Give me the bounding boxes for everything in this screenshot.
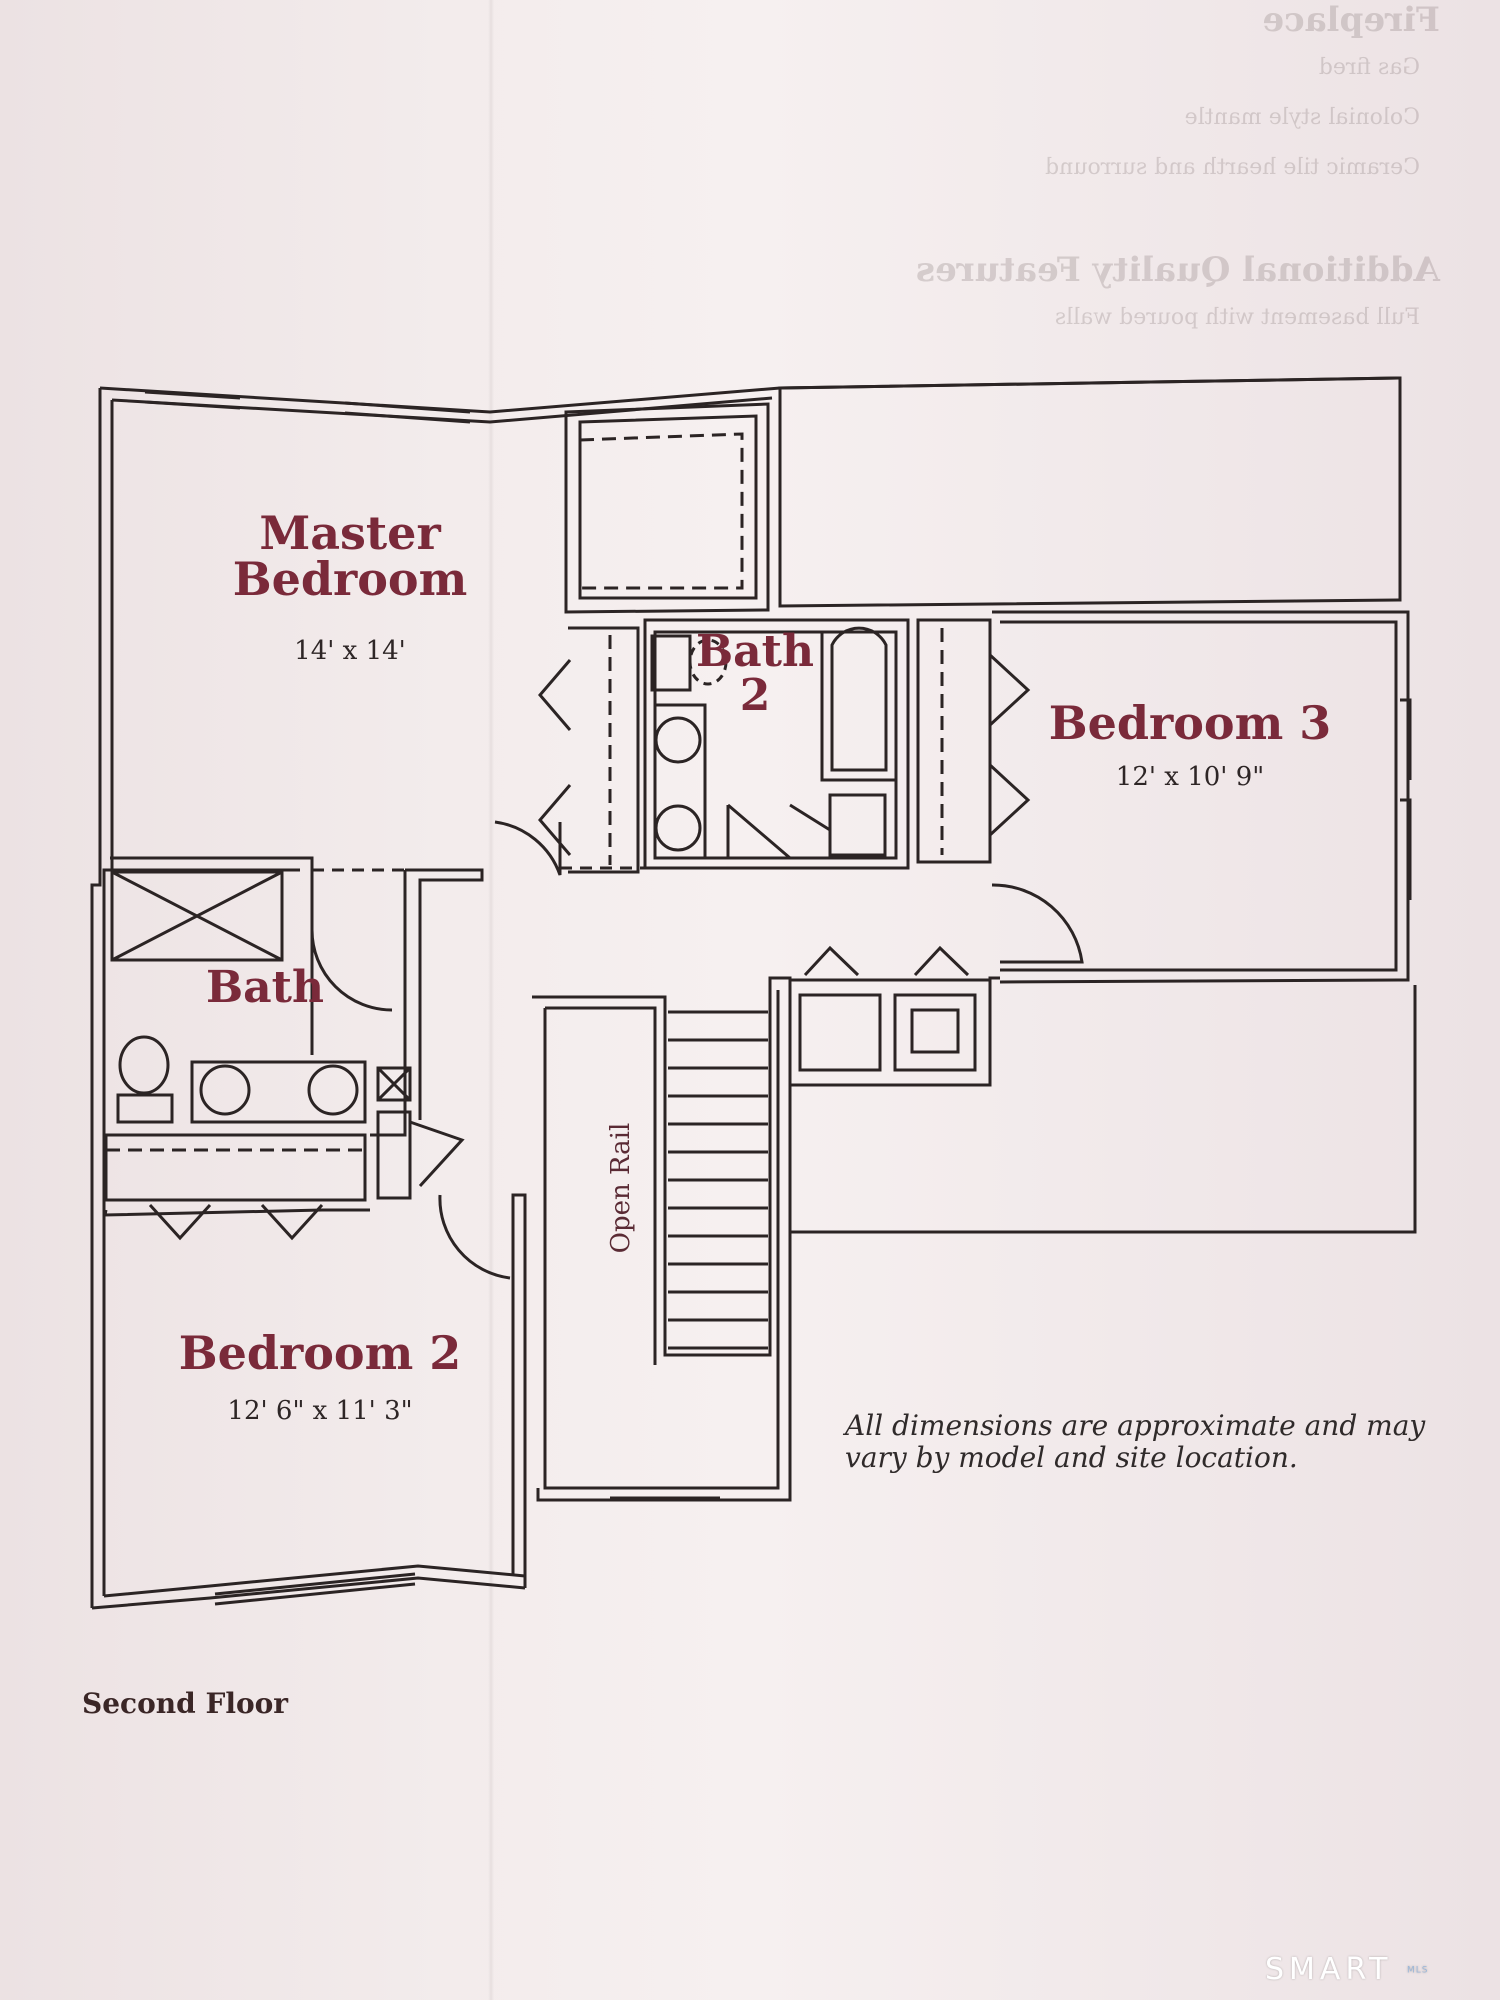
wall-attic-top: [778, 376, 1402, 608]
wall-bath-right: [370, 870, 407, 1137]
vanity-bath2: [653, 703, 707, 860]
linen-box: [376, 1066, 412, 1102]
wall-stair-box-inner: [543, 990, 780, 1490]
laundry-unit-2: [893, 993, 977, 1072]
laundry-unit-1: [798, 993, 882, 1072]
closet-doors-hall: [538, 659, 572, 856]
door-linen: [409, 1120, 465, 1188]
watermark-sub: MLS: [1406, 1965, 1429, 1976]
wall-master-closet: [564, 402, 770, 614]
toilet-bowl-bath: [118, 1035, 170, 1095]
toilet-bath2: [828, 793, 887, 857]
wall-outer-left: [90, 388, 102, 1608]
wall-bed2-top: [103, 1208, 370, 1217]
door-bed2: [438, 1194, 511, 1280]
room-label-bath2: Bath 2: [695, 626, 814, 721]
wall-bed3-closet: [916, 618, 992, 864]
stair-treads: [668, 1010, 768, 1350]
room-dim-master: 14' x 14': [294, 636, 406, 666]
door-master: [494, 820, 562, 876]
room-label-bedroom3: Bedroom 3: [1048, 696, 1332, 750]
wall-bed3-outer: [992, 610, 1410, 984]
tub-inner-bath2: [830, 626, 888, 772]
wall-linen-closet: [376, 1110, 412, 1200]
stair-label: Open Rail: [606, 1122, 636, 1254]
wall-bed3-inner: [1000, 620, 1398, 972]
vanity-bath: [190, 1060, 367, 1124]
wall-outer-bottom-bed2: [91, 1576, 526, 1610]
window-bed3-right: [1400, 698, 1412, 900]
wall-stair-box: [532, 976, 792, 1502]
sink-bath-2: [307, 1064, 359, 1116]
laundry-unit-2-inner: [910, 1008, 960, 1054]
wall-outer-bottom-bed2-inner: [103, 1564, 526, 1598]
watermark-brand: SMART: [1265, 1952, 1393, 1987]
door-bed3: [991, 883, 1084, 964]
closet-doors-bed2: [148, 1203, 324, 1241]
laundry-doors: [803, 945, 970, 977]
door-bath: [310, 929, 393, 1012]
room-label-bedroom2: Bedroom 2: [178, 1326, 462, 1380]
bath2-fixture: [688, 638, 728, 686]
window-stair-bottom: [610, 1486, 720, 1500]
watermark-logo: SMART MLS: [1265, 1952, 1428, 1987]
wall-bed2-closet: [104, 1133, 367, 1202]
room-dim-bedroom3: 12' x 10' 9": [1115, 762, 1265, 792]
room-label-master: Master Bedroom: [232, 506, 468, 606]
wall-master-closet-inner: [578, 414, 758, 600]
door-bath2-b: [789, 803, 831, 832]
wall-bed2-right: [511, 1193, 527, 1588]
wall-hall-closet: [568, 626, 640, 874]
sink-bath2-2: [654, 804, 702, 852]
sink-bath2-1: [654, 716, 702, 764]
wall-master-bath-top: [110, 856, 314, 1055]
toilet-bath: [116, 1093, 174, 1124]
window-bed2-bottom: [214, 1572, 416, 1606]
wall-outer-top-left: [99, 376, 1401, 414]
sink-bath-1: [199, 1064, 251, 1116]
wall-master-closet-shelf: [579, 432, 744, 590]
wall-bath-corridor: [405, 868, 484, 1120]
wall-attic-lower: [788, 985, 1417, 1234]
closet-doors-bed3: [988, 653, 1031, 837]
paper-fold: [488, 0, 494, 2000]
wall-bath2: [643, 618, 910, 870]
wall-bath2-box: [650, 634, 692, 692]
wall-outer-left-inner: [102, 400, 114, 1596]
floor-label: Second Floor: [82, 1687, 289, 1720]
door-bath2: [726, 803, 791, 860]
room-label-bath: Bath: [205, 962, 324, 1013]
room-dim-bedroom2: 12' 6" x 11' 3": [227, 1396, 413, 1426]
wall-laundry: [788, 978, 992, 1087]
wall-shower: [110, 870, 284, 962]
window-master-top: [144, 390, 471, 424]
disclaimer-text: All dimensions are approximate and may v…: [845, 1409, 1426, 1475]
